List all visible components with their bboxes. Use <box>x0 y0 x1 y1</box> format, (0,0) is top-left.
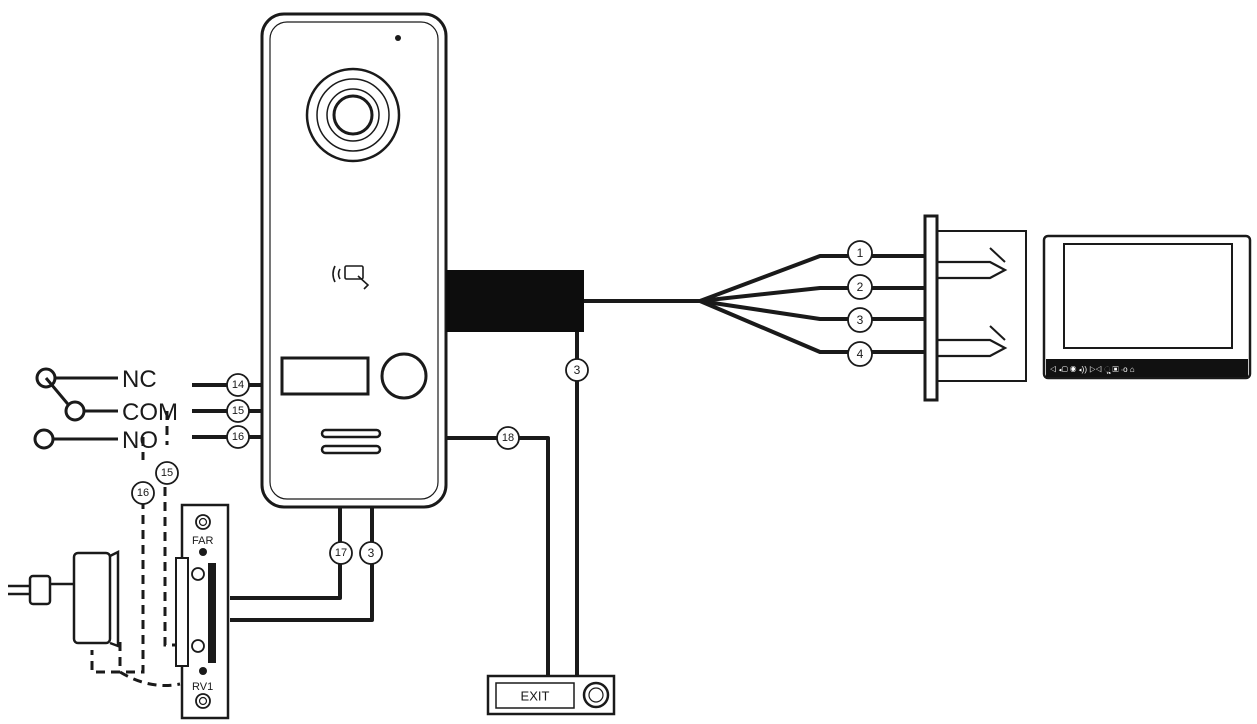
led-indicator <box>395 35 401 41</box>
lock-bottom-mark: RV1 <box>192 681 213 693</box>
monitor-control-bar <box>1046 359 1248 377</box>
outdoor-call-panel <box>260 12 448 509</box>
wire-marker-2: 2 <box>857 280 864 294</box>
wire-marker-15: 15 <box>232 405 244 417</box>
wire-markers <box>131 240 873 565</box>
wire-marker-1: 1 <box>857 246 864 260</box>
wire-marker-18: 18 <box>502 432 514 444</box>
wire-marker-17: 17 <box>335 547 347 559</box>
wire-marker-3: 3 <box>857 313 864 327</box>
camera-lens-icon <box>305 67 401 163</box>
lock-top-mark: FAR <box>192 535 213 547</box>
power-supply <box>8 549 120 648</box>
relay-nc-label: NC <box>122 366 157 393</box>
wire-marker-3-lock: 3 <box>368 546 375 560</box>
relay-no-label: NO <box>122 427 158 454</box>
exit-push-button[interactable] <box>582 681 610 709</box>
wire-marker-3-exit: 3 <box>574 363 581 377</box>
speaker-grille <box>320 428 382 455</box>
wire-marker-15-lock: 15 <box>161 467 173 479</box>
rfid-reader-icon <box>332 265 370 290</box>
relay-contacts <box>33 367 118 450</box>
wire-marker-14: 14 <box>232 379 244 391</box>
cable-bundle <box>446 270 584 332</box>
wires <box>192 254 930 676</box>
monitor-screen <box>1063 243 1233 349</box>
exit-button-unit <box>486 674 616 716</box>
dashed-wires <box>90 411 181 687</box>
wire-marker-16: 16 <box>232 431 244 443</box>
monitor-connector <box>923 214 1027 402</box>
wire-marker-16-lock: 16 <box>137 487 149 499</box>
call-button[interactable] <box>380 352 428 400</box>
relay-com-label: COM <box>122 399 178 426</box>
indoor-monitor <box>1042 234 1252 380</box>
name-plate <box>280 356 370 396</box>
exit-label: EXIT <box>521 689 550 704</box>
electric-lock <box>175 503 230 720</box>
monitor-controls: ◁ ◂▢ ◉ ◂)) ▷◁ ૢ ▣ ∙o ⌂ <box>1050 365 1135 374</box>
wire-marker-4: 4 <box>857 347 864 361</box>
